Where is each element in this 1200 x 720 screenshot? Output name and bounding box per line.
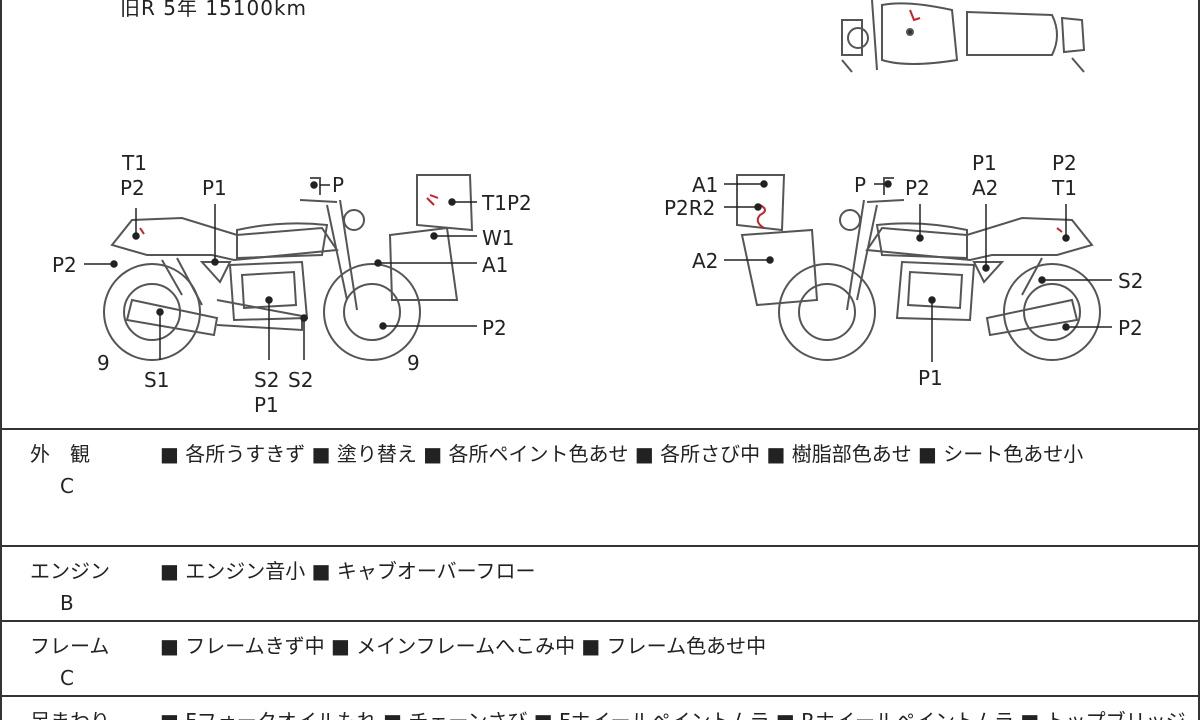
row-engine: エンジン B ■ エンジン音小 ■ キャブオーバーフロー [2,545,1200,620]
header-mileage: 旧R 5年 15100km [120,0,308,20]
top-view-bike [841,0,1086,73]
label-p2-rear: P2 [52,253,77,277]
label-r-t1: T1 [1051,176,1077,200]
label-r-p2-tank: P2 [905,176,930,200]
condition-notes: ■ Fフォークオイルもれ ■ チェーンさび ■ Fホイールペイントムラ ■ Rホ… [160,705,1188,720]
label-r-p2-top: P2 [1052,151,1077,175]
right-side-bike [736,174,1101,361]
label-s1: S1 [144,368,169,392]
label-w1: W1 [482,226,515,250]
row-frame: フレーム C ■ フレームきず中 ■ メインフレームへこみ中 ■ フレーム色あせ… [2,620,1200,695]
category-cell: 外 観 C [30,438,90,502]
label-r-a1: A1 [692,173,718,197]
label-p-mirror: P [332,173,344,197]
label-r-p-mirror: P [854,173,866,197]
category-cell: 足まわり [30,705,110,720]
label-r-a2-left: A2 [692,249,718,273]
label-p2-seat: P2 [120,176,145,200]
category-grade: B [60,591,74,615]
label-a1: A1 [482,253,508,277]
label-p1-tank: P1 [202,176,227,200]
label-p1-engine: P1 [254,393,279,417]
label-t1p2: T1P2 [481,191,532,215]
label-9-rear: 9 [97,351,110,375]
category-cell: フレーム C [30,630,109,694]
label-p2-wheel: P2 [482,316,507,340]
left-side-bike [103,174,474,361]
right-leaders [724,180,1112,362]
category-name: フレーム [30,634,110,658]
label-r-s2: S2 [1118,269,1143,293]
row-suspension: 足まわり ■ Fフォークオイルもれ ■ チェーンさび ■ Fホイールペイントムラ… [2,695,1200,720]
left-leaders [84,181,477,360]
category-cell: エンジン B [30,555,110,619]
label-s2-b: S2 [288,368,313,392]
condition-table: 外 観 C ■ 各所うすきず ■ 塗り替え ■ 各所ペイント色あせ ■ 各所さび… [2,428,1200,720]
category-name: エンジン [30,559,110,583]
condition-notes: ■ エンジン音小 ■ キャブオーバーフロー [160,559,536,583]
label-t1: T1 [121,151,147,175]
label-9-front: 9 [407,351,420,375]
label-r-a2: A2 [972,176,998,200]
category-name: 足まわり [30,705,110,720]
label-r-p2r2: P2R2 [664,196,715,220]
label-r-p2-wheel: P2 [1118,316,1143,340]
bike-diagram: T1 P2 P1 P T1P2 W1 A1 P2 P2 9 S1 S2 S2 P… [2,0,1200,428]
condition-notes: ■ 各所うすきず ■ 塗り替え ■ 各所ペイント色あせ ■ 各所さび中 ■ 樹脂… [160,442,1084,466]
category-grade: C [60,666,74,690]
label-r-p1-bottom: P1 [918,366,943,390]
label-s2-a: S2 [254,368,279,392]
label-r-p1: P1 [972,151,997,175]
category-name: 外 観 [30,442,90,466]
condition-notes: ■ フレームきず中 ■ メインフレームへこみ中 ■ フレーム色あせ中 [160,634,767,658]
row-exterior: 外 観 C ■ 各所うすきず ■ 塗り替え ■ 各所ペイント色あせ ■ 各所さび… [2,428,1200,545]
category-grade: C [60,474,74,498]
